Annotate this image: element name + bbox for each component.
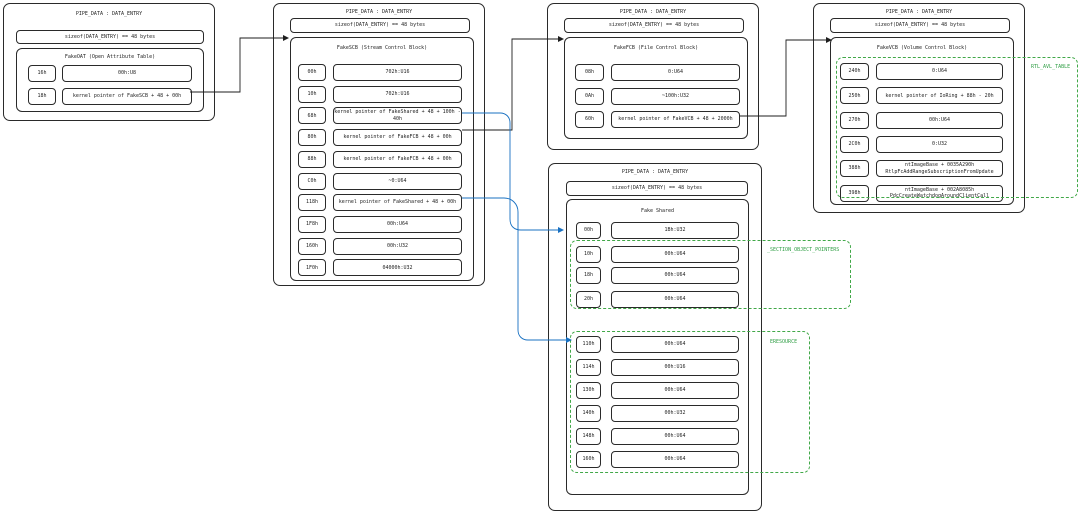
fake-shared-row-0-value: 1Bh:U32: [611, 222, 739, 239]
panel-fake-vcb-size: sizeof(DATA_ENTRY) == 48 bytes: [830, 18, 1010, 33]
fake-oat-row-0-offset: 16h: [28, 65, 56, 82]
panel-fake-oat: PIPE_DATA : DATA_ENTRY sizeof(DATA_ENTRY…: [3, 3, 215, 121]
fake-fcb-row-1-offset: 0Ah: [575, 87, 604, 105]
group-section-object-pointers-label: _SECTION_OBJECT_POINTERS: [767, 247, 840, 253]
fake-shared-row-8-offset: 148h: [576, 428, 601, 445]
fake-scb-row-2-value: kernel pointer of FakeShared + 48 + 100h…: [333, 107, 462, 125]
fake-vcb-title: FakeVCB (Volume Control Block): [876, 45, 968, 51]
fake-scb-row-6-value: kernel pointer of FakeShared + 48 + 00h: [333, 194, 462, 212]
fake-scb-row-5-value: ~0:U64: [333, 172, 462, 190]
fake-vcb-row-3-offset: 2C0h: [840, 135, 869, 153]
fake-shared-row-4-offset: 110h: [576, 336, 601, 353]
fake-shared-row-7-offset: 140h: [576, 405, 601, 422]
panel-fake-scb: PIPE_DATA : DATA_ENTRY sizeof(DATA_ENTRY…: [273, 3, 485, 286]
fake-shared-row-6-offset: 130h: [576, 382, 601, 399]
group-eresource-label: ERESOURCE: [770, 339, 798, 345]
panel-fake-shared-header: PIPE_DATA : DATA_ENTRY: [621, 169, 689, 175]
fake-shared-row-5-value: 00h:U16: [611, 359, 739, 376]
fake-scb-row-1-value: 702h:U16: [333, 85, 462, 103]
fake-oat-title: FakeOAT (Open Attribute Table): [64, 54, 156, 60]
panel-fake-scb-size: sizeof(DATA_ENTRY) == 48 bytes: [290, 18, 470, 33]
fake-vcb-row-1-value: kernel pointer of IoRing + 88h - 20h: [876, 87, 1003, 105]
fake-shared-row-7-value: 00h:U32: [611, 405, 739, 422]
fake-scb-row-2-offset: 68h: [298, 107, 326, 125]
fake-shared-row-6-value: 00h:U64: [611, 382, 739, 399]
panel-fake-shared-size: sizeof(DATA_ENTRY) == 48 bytes: [566, 181, 748, 196]
panel-fake-fcb-size: sizeof(DATA_ENTRY) == 48 bytes: [564, 18, 744, 33]
group-eresource: [570, 331, 810, 473]
fake-fcb-row-2-value: kernel pointer of FakeVCB + 48 + 2000h: [611, 111, 740, 128]
fake-scb-row-3-offset: 80h: [298, 129, 326, 147]
fake-vcb-row-0-value: 0:U64: [876, 63, 1003, 80]
fake-fcb-title: FakeFCB (File Control Block): [613, 45, 699, 51]
fake-oat-row-1-value: kernel pointer of FakeSCB + 48 + 00h: [62, 88, 192, 105]
fake-vcb-row-1-offset: 250h: [840, 87, 869, 105]
panel-fake-vcb: PIPE_DATA : DATA_ENTRY sizeof(DATA_ENTRY…: [813, 3, 1025, 213]
fake-vcb-row-3-value: 0:U32: [876, 135, 1003, 153]
fake-oat-row-0-value: 00h:U8: [62, 65, 192, 82]
fake-scb-row-5-offset: C0h: [298, 172, 326, 190]
fake-shared-row-9-value: 00h:U64: [611, 451, 739, 468]
fake-vcb-row-2-value: 00h:U64: [876, 111, 1003, 129]
panel-fake-oat-header: PIPE_DATA : DATA_ENTRY: [75, 11, 143, 17]
fake-scb-row-0-offset: 00h: [298, 64, 326, 81]
fake-shared-row-4-value: 00h:U64: [611, 336, 739, 353]
fake-fcb-row-2-offset: 60h: [575, 111, 604, 128]
panel-fake-oat-size: sizeof(DATA_ENTRY) == 48 bytes: [16, 30, 204, 44]
panel-fake-scb-header: PIPE_DATA : DATA_ENTRY: [345, 9, 413, 15]
fake-fcb-row-0-offset: 08h: [575, 64, 604, 81]
fake-scb-row-8-value: 00h:U32: [333, 237, 462, 255]
fake-vcb-row-0-offset: 240h: [840, 63, 869, 80]
panel-fake-fcb: PIPE_DATA : DATA_ENTRY sizeof(DATA_ENTRY…: [547, 3, 759, 150]
fake-fcb-row-0-value: 0:U64: [611, 64, 740, 81]
fake-scb-row-6-offset: 118h: [298, 194, 326, 212]
fake-fcb-row-1-value: ~100h:U32: [611, 87, 740, 105]
fake-scb-row-4-offset: 88h: [298, 150, 326, 168]
fake-shared-row-1-value: 00h:U64: [611, 246, 739, 263]
fake-shared-row-2-offset: 18h: [576, 267, 601, 284]
group-rtl-avl-table: [836, 57, 1078, 198]
fake-scb-row-3-value: kernel pointer of FakeFCB + 48 + 00h: [333, 129, 462, 147]
fake-scb-row-8-offset: 160h: [298, 237, 326, 255]
fake-scb-row-7-offset: 1F8h: [298, 215, 326, 233]
fake-shared-row-3-value: 00h:U64: [611, 291, 739, 308]
fake-scb-row-9-offset: 1F0h: [298, 259, 326, 277]
group-rtl-avl-table-label: RTL_AVL_TABLE: [1031, 64, 1071, 70]
fake-shared-row-3-offset: 20h: [576, 291, 601, 308]
fake-scb-row-9-value: 04000h:U32: [333, 259, 462, 277]
fake-scb-row-0-value: 702h:U16: [333, 64, 462, 81]
fake-shared-row-9-offset: 160h: [576, 451, 601, 468]
panel-fake-fcb-header: PIPE_DATA : DATA_ENTRY: [619, 9, 687, 15]
fake-shared-title: Fake Shared: [640, 208, 675, 214]
fake-shared-row-2-value: 00h:U64: [611, 267, 739, 284]
fake-vcb-row-4-value: ntImageBase + 0035A290h RtlpFcAddRangeSu…: [876, 160, 1003, 178]
fake-oat-row-1-offset: 18h: [28, 88, 56, 105]
fake-vcb-row-4-offset: 388h: [840, 160, 869, 178]
fake-shared-row-5-offset: 114h: [576, 359, 601, 376]
fake-scb-row-1-offset: 10h: [298, 85, 326, 103]
panel-fake-vcb-header: PIPE_DATA : DATA_ENTRY: [885, 9, 953, 15]
fake-vcb-row-2-offset: 270h: [840, 111, 869, 129]
fake-scb-row-4-value: kernel pointer of FakeFCB + 48 + 00h: [333, 150, 462, 168]
panel-fake-shared: PIPE_DATA : DATA_ENTRY sizeof(DATA_ENTRY…: [548, 163, 762, 511]
fake-shared-row-1-offset: 10h: [576, 246, 601, 263]
fake-shared-row-0-offset: 00h: [576, 222, 601, 239]
fake-scb-row-7-value: 00h:U64: [333, 215, 462, 233]
fake-scb-title: FakeSCB (Stream Control Block): [336, 45, 428, 51]
fake-shared-row-8-value: 00h:U64: [611, 428, 739, 445]
